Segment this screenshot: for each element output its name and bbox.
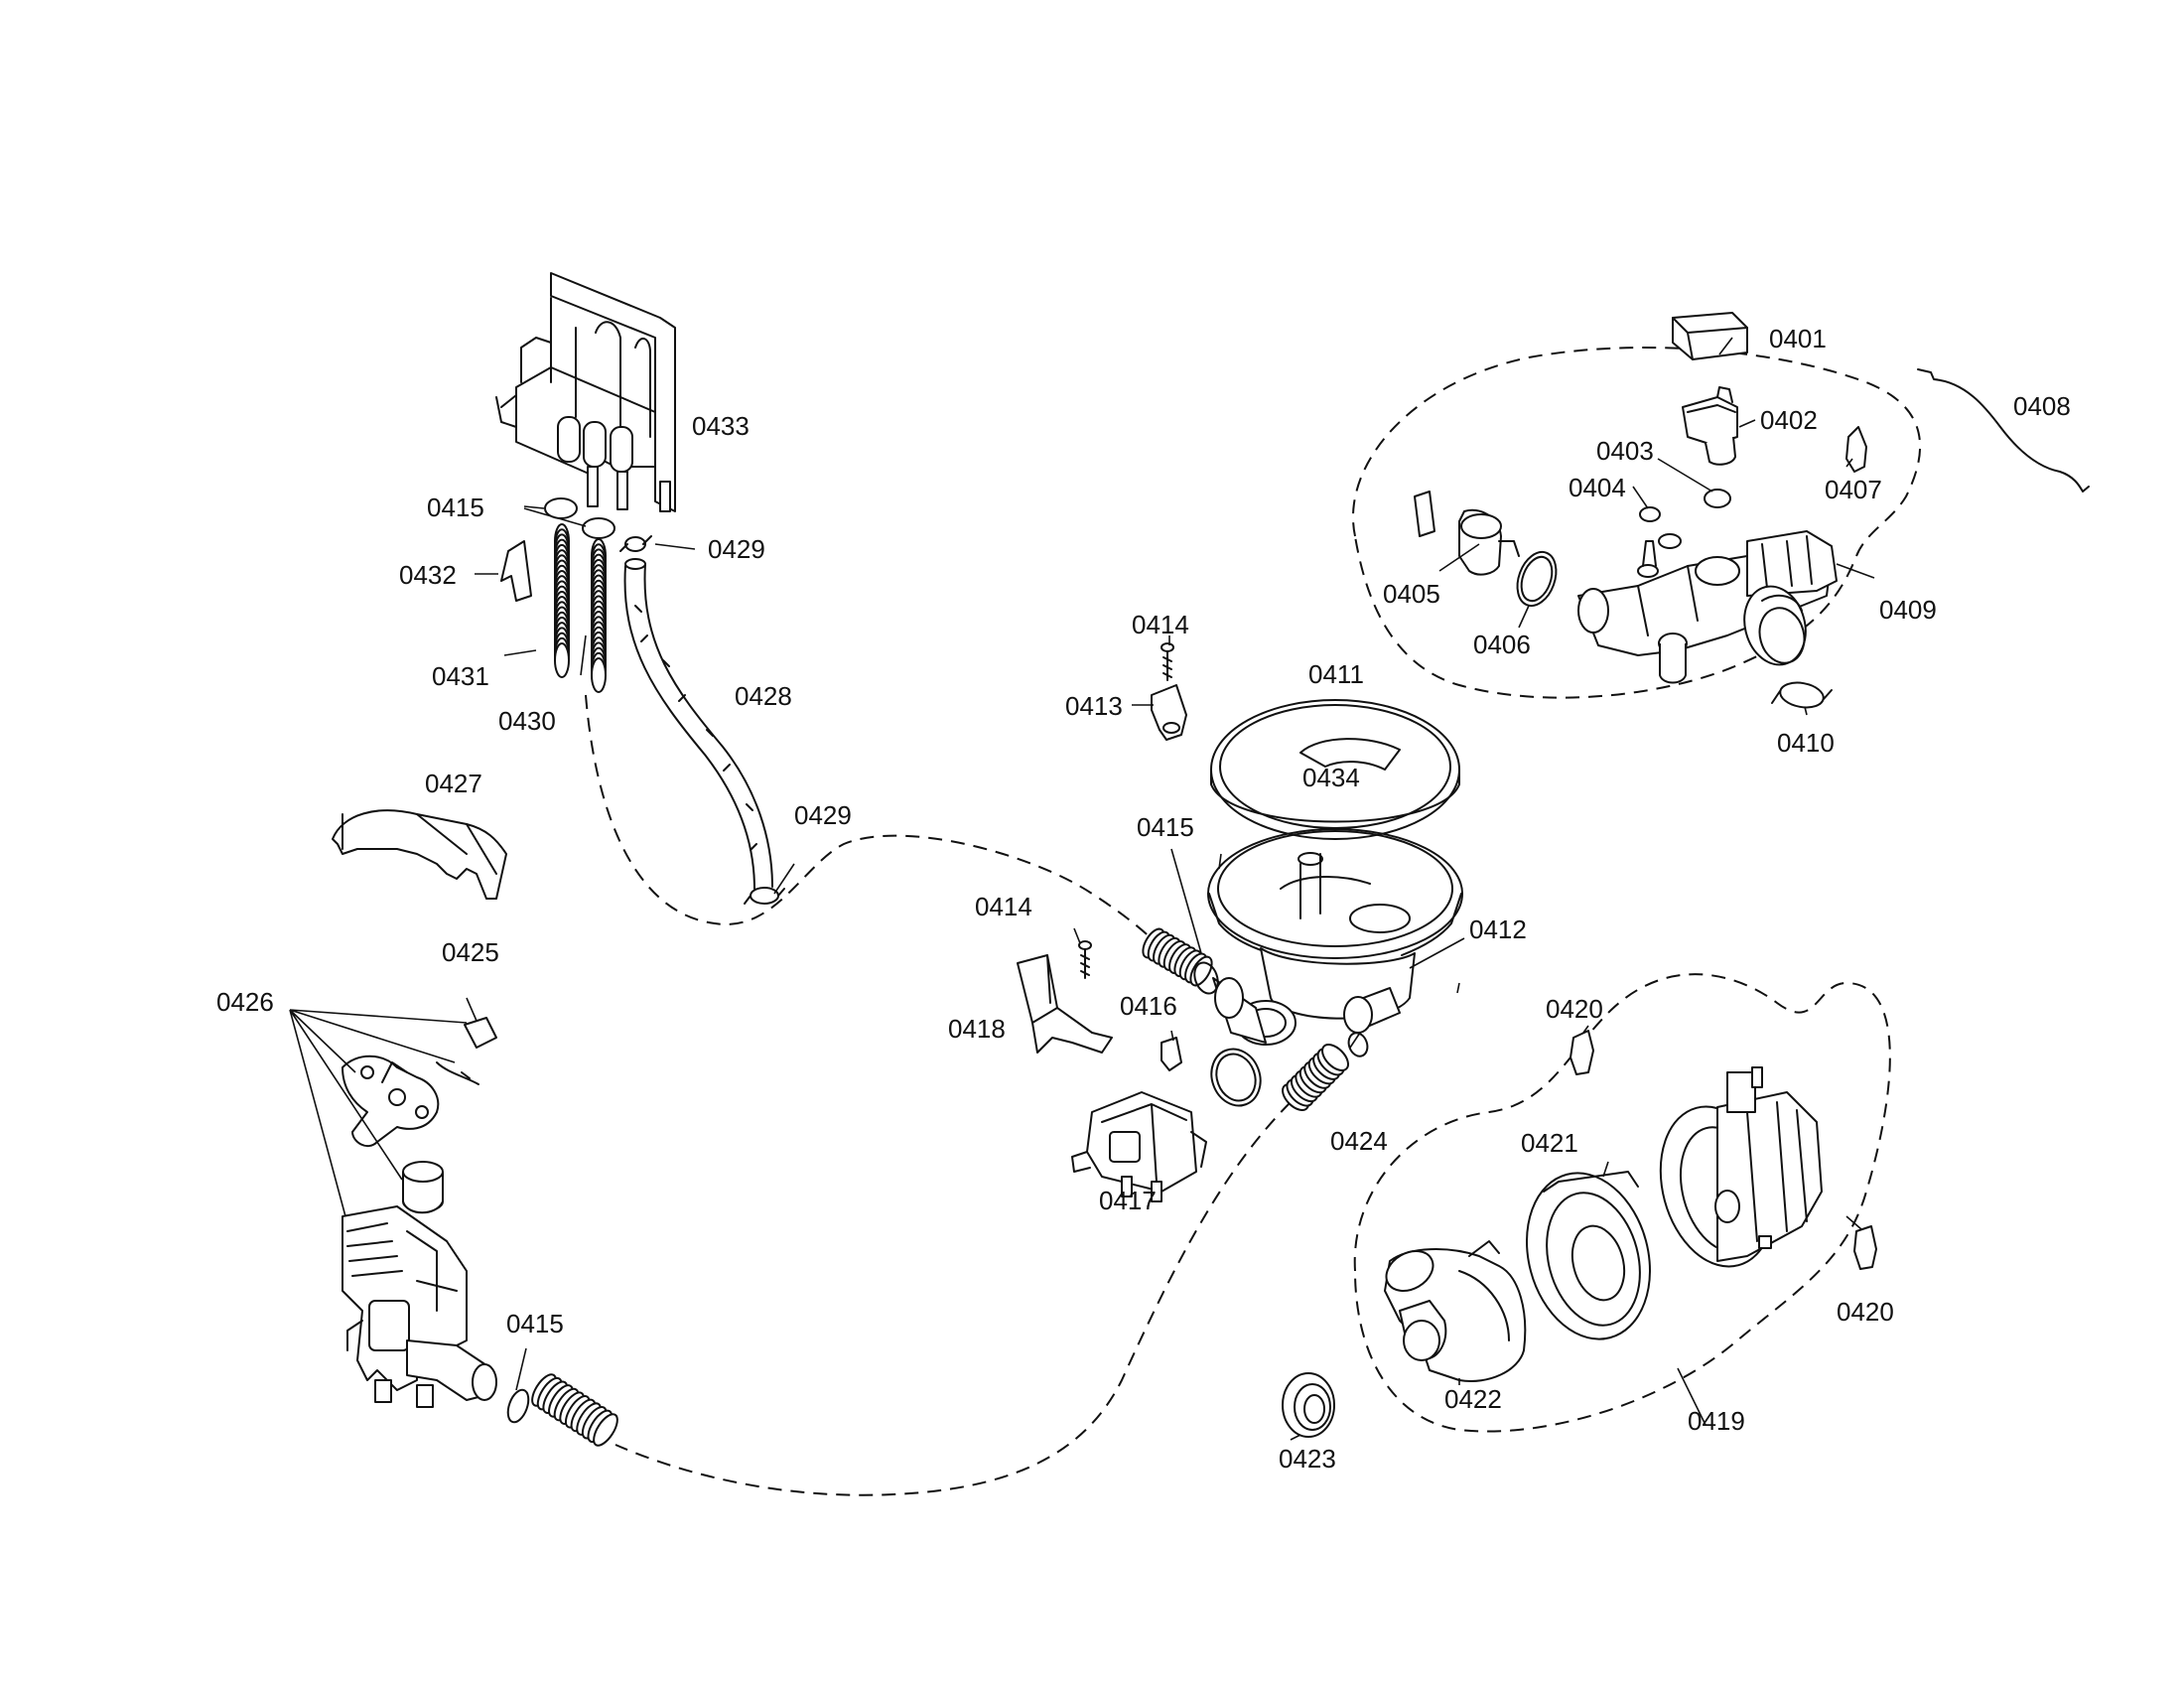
part-0415-ring-mid (1193, 961, 1219, 995)
label-0409: 0409 (1879, 595, 1937, 625)
part-0408-wire (1917, 368, 2090, 493)
part-0429-clamp-top (624, 536, 646, 552)
part-0429-clamp-bottom (744, 887, 785, 905)
part-0434-insert (1299, 738, 1401, 771)
label-0423: 0423 (1279, 1444, 1336, 1474)
label-0414-mid: 0414 (975, 892, 1032, 921)
part-0427-cover (332, 809, 507, 900)
part-0415-large-ring (1210, 1048, 1262, 1107)
part-0421-volute-cover (1526, 1171, 1651, 1340)
label-0421: 0421 (1521, 1128, 1578, 1158)
part-0415-ring-bottom (506, 1388, 530, 1424)
label-0408: 0408 (2013, 391, 2071, 421)
assembly-outline-0419 (1353, 973, 1891, 1433)
part-0432-clip (500, 540, 532, 602)
part-0414-screw-top (1160, 642, 1174, 681)
leader-lines (289, 337, 1875, 1441)
part-0426-cylinder (402, 1161, 444, 1214)
label-0405: 0405 (1383, 579, 1440, 609)
label-0420-top: 0420 (1546, 994, 1603, 1024)
part-0406-ring (1516, 550, 1558, 608)
label-0415-bottom: 0415 (506, 1309, 564, 1338)
label-0434: 0434 (1302, 763, 1360, 792)
part-0401-cover (1672, 312, 1748, 360)
label-0407: 0407 (1825, 475, 1882, 504)
part-0412-sump (1207, 828, 1463, 1046)
label-0410: 0410 (1777, 728, 1835, 758)
part-0417-valve (1071, 1091, 1207, 1202)
label-0411: 0411 (1308, 659, 1364, 689)
label-0414-top: 0414 (1132, 610, 1189, 639)
hose-path-0428-0412 (585, 694, 1192, 979)
label-0432: 0432 (399, 560, 457, 590)
part-0424-ring (1347, 1032, 1369, 1057)
part-0415-ring-top-b (582, 517, 615, 539)
part-0402-sensor (1682, 386, 1738, 466)
hose0424-rib (1321, 1044, 1349, 1071)
assembly-outline-0409 (1352, 347, 1922, 699)
part-0407-clip (1845, 426, 1867, 473)
part-0425-clip (464, 1017, 497, 1049)
label-0412: 0412 (1469, 915, 1527, 944)
part-0418-bracket (1017, 954, 1113, 1054)
label-0424: 0424 (1330, 1126, 1388, 1156)
hose0431-rib (554, 642, 570, 678)
part-0431-corrugated-hose (554, 523, 570, 678)
hose0430-rib (591, 657, 607, 693)
label-0420-right: 0420 (1837, 1297, 1894, 1327)
label-0417: 0417 (1099, 1186, 1157, 1215)
label-0413: 0413 (1065, 691, 1123, 721)
label-0415-top: 0415 (427, 493, 484, 522)
part-0423-grommet (1282, 1372, 1335, 1438)
part-0426-valve-block (341, 1205, 497, 1408)
callout-labels: 0401 0402 0403 0404 0405 0406 0407 0408 … (216, 324, 2071, 1474)
label-0431: 0431 (432, 661, 489, 691)
label-0426: 0426 (216, 987, 274, 1017)
label-0430: 0430 (498, 706, 556, 736)
part-0433-manifold (495, 272, 676, 512)
part-0428-hose (623, 558, 773, 890)
part-0413-clip (1151, 684, 1187, 741)
hoseBottom-rib (593, 1413, 618, 1447)
label-0418: 0418 (948, 1014, 1006, 1044)
part-0426-wire-clip (436, 1061, 479, 1085)
part-0405-sensor (1414, 491, 1520, 576)
part-0415-corrugated-hose-mid (1142, 927, 1213, 987)
part-0426-bracket (341, 1055, 440, 1148)
label-0428: 0428 (735, 681, 792, 711)
part-0424-corrugated-hose (1282, 1044, 1349, 1111)
part-0430-corrugated-hose (591, 538, 607, 693)
part-0420-clip-top (1570, 1030, 1594, 1075)
part-0416-clip (1160, 1037, 1182, 1071)
label-0402: 0402 (1760, 405, 1818, 435)
label-0416: 0416 (1120, 991, 1177, 1021)
part-0404-ring-a (1639, 506, 1661, 522)
label-0427: 0427 (425, 769, 482, 798)
part-0410-clamp (1771, 681, 1833, 709)
part-0415-corrugated-hose-bottom (531, 1373, 618, 1447)
label-0429-bottom: 0429 (794, 800, 852, 830)
label-0429-top: 0429 (708, 534, 765, 564)
part-0404-ring-b (1658, 533, 1682, 549)
label-0404: 0404 (1569, 473, 1626, 502)
label-0406: 0406 (1473, 630, 1531, 659)
part-0404-ring-c (1637, 564, 1659, 578)
label-0401: 0401 (1769, 324, 1827, 353)
label-0419: 0419 (1688, 1406, 1745, 1436)
label-0433: 0433 (692, 411, 750, 441)
label-0415-mid: 0415 (1137, 812, 1194, 842)
part-0422-pump-housing (1384, 1240, 1527, 1382)
part-0414-screw-mid (1078, 940, 1092, 979)
part-0419-pump-motor (1659, 1066, 1823, 1268)
label-0403: 0403 (1596, 436, 1654, 466)
hose-path-0412-0415 (614, 1101, 1292, 1496)
label-0422: 0422 (1444, 1384, 1502, 1414)
part-0409-manifold (1577, 530, 1838, 684)
part-0403-ring (1704, 489, 1731, 508)
label-0425: 0425 (442, 937, 499, 967)
part-0420-clip-right (1853, 1225, 1877, 1270)
